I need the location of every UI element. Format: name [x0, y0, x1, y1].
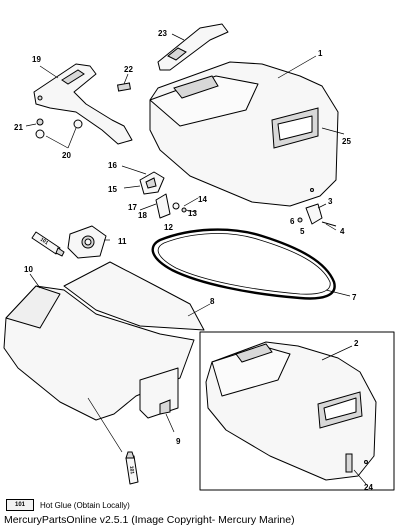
callout-9: 9	[176, 437, 181, 446]
callout-24: 24	[364, 483, 373, 492]
callout-12: 12	[164, 223, 173, 232]
callout-21: 21	[14, 123, 23, 132]
part-8-front-cover-top	[63, 261, 211, 331]
callout-18: 18	[138, 211, 147, 220]
image-caption: MercuryPartsOnline v2.5.1 (Image Copyrig…	[4, 514, 295, 526]
callout-15: 15	[108, 185, 117, 194]
callout-14: 14	[198, 195, 207, 204]
callout-5: 5	[300, 227, 305, 236]
glue-tube-lower	[125, 451, 139, 485]
parts-3-6-latch	[297, 203, 337, 231]
callout-3: 3	[328, 197, 333, 206]
callout-4: 4	[340, 227, 345, 236]
part-11-latch-housing	[67, 225, 110, 259]
part-9-small-panel	[139, 367, 179, 433]
inset-alternate-cowl	[199, 331, 395, 491]
part-23-handle	[157, 23, 229, 71]
legend-swatch-label: 101	[14, 502, 25, 508]
legend-glue-tube-icon: 101	[6, 499, 34, 511]
callout-13: 13	[188, 209, 197, 218]
callout-6: 6	[290, 217, 295, 226]
callout-25: 25	[342, 137, 351, 146]
callout-22: 22	[124, 65, 133, 74]
glue-tube-upper	[31, 231, 65, 257]
callout-11: 11	[118, 237, 127, 246]
callout-1: 1	[318, 49, 323, 58]
callout-2: 2	[354, 339, 359, 348]
callout-7: 7	[352, 293, 357, 302]
tube-label-lower: 101	[128, 466, 135, 475]
part-22-decal	[116, 82, 132, 92]
callout-8: 8	[210, 297, 215, 306]
callout-20: 20	[62, 151, 71, 160]
parts-15-18-latch-assembly	[121, 165, 199, 219]
part-1-top-cowl	[149, 55, 345, 207]
part-7-seal	[151, 228, 351, 300]
callout-10: 10	[24, 265, 33, 274]
legend: 101 Hot Glue (Obtain Locally)	[6, 498, 130, 512]
callout-23: 23	[158, 29, 167, 38]
part-19-air-duct	[33, 63, 133, 145]
parts-20-21-fasteners	[25, 118, 83, 149]
legend-text: Hot Glue (Obtain Locally)	[40, 500, 130, 510]
callout-16: 16	[108, 161, 117, 170]
tube-label-upper: 101	[39, 237, 49, 247]
callout-19: 19	[32, 55, 41, 64]
callout-17: 17	[128, 203, 137, 212]
